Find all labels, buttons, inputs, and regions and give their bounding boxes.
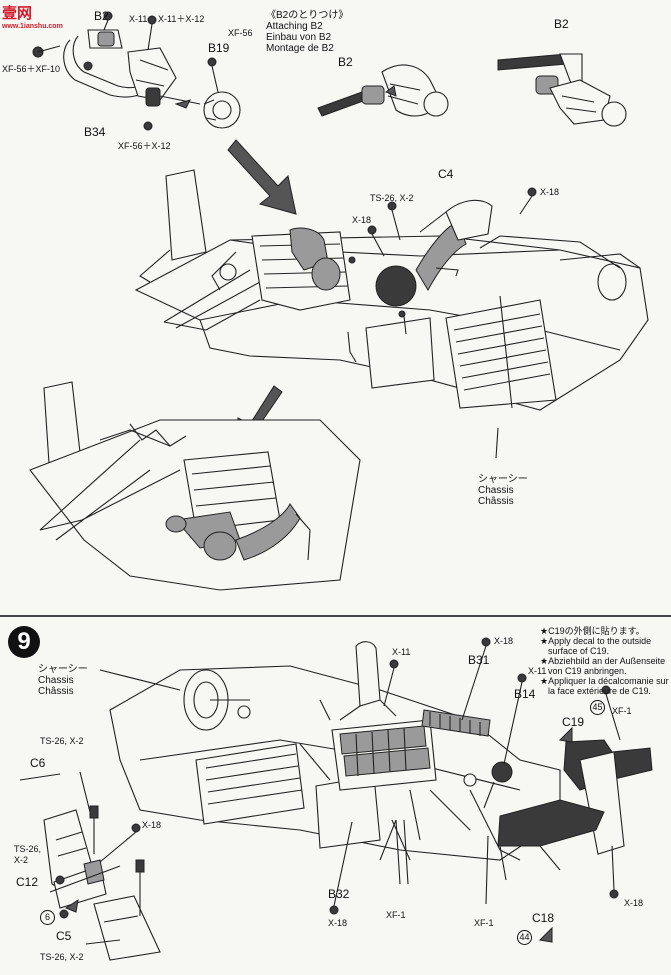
paint-label-xf56-x12: XF-56＋X-12 — [118, 141, 171, 151]
step-number-badge: 9 — [8, 626, 40, 658]
part9-label-c18: C18 — [532, 911, 555, 925]
chassis-step9-drawing — [19, 637, 653, 961]
assembly-arrow-1 — [227, 139, 297, 215]
paint-label-x18-left: X-18 — [352, 215, 372, 225]
paint-label-xf56: XF-56 — [228, 28, 253, 38]
paint9-label-x11-top: X-11 — [392, 647, 411, 657]
decal-marker-44: 44 — [517, 930, 532, 945]
watermark-text: 壹网 — [2, 5, 33, 22]
paint9-label-x18-left: X-18 — [142, 820, 162, 830]
paint9-label-ts26-x2-a: TS-26, X-2 — [40, 736, 84, 746]
paint9-label-x18-b32: X-18 — [328, 918, 348, 928]
decal-note-de1: ★Abziehbild an der Außenseite — [540, 656, 666, 666]
chassis-label-step8: シャーシー Chassis Châssis — [478, 474, 528, 507]
chassis9-label-fr: Châssis — [38, 686, 74, 697]
part9-label-c19: C19 — [562, 715, 585, 729]
watermark-url: www.1ianshu.com — [2, 23, 63, 30]
decal-note-ja: ★C19の外側に貼ります。 — [540, 626, 645, 636]
part9-label-c5: C5 — [56, 929, 72, 943]
part-label-c4: C4 — [438, 167, 454, 181]
chassis-label-en: Chassis — [478, 485, 514, 496]
step-divider — [0, 615, 671, 617]
paint9-label-ts26-x2-b: TS-26, X-2 — [40, 952, 84, 962]
paint-label-ts26-x2: TS-26, X-2 — [370, 193, 414, 203]
attaching-note-de: Einbau von B2 — [266, 32, 332, 43]
part9-label-c12: C12 — [16, 875, 39, 889]
attaching-note-ja: 《B2のとりつけ》 — [266, 10, 349, 21]
chassis-step8-result-drawing — [29, 381, 361, 591]
part-label-b19: B19 — [208, 41, 230, 55]
chassis-label-step9: シャーシー Chassis Châssis — [38, 664, 88, 697]
attaching-note-en: Attaching B2 — [266, 21, 323, 32]
exhaust-pipe-b34-drawing — [32, 11, 241, 131]
decal-note-en1: ★Apply decal to the outside — [540, 636, 652, 646]
part9-label-b32: B32 — [328, 887, 350, 901]
paint9-label-xf1-a: XF-1 — [386, 910, 406, 920]
chassis9-label-en: Chassis — [38, 675, 74, 686]
part9-label-b14: B14 — [514, 687, 536, 701]
decal-marker-6: 6 — [40, 910, 55, 925]
paint9-label-x18-far: X-18 — [624, 898, 644, 908]
part-label-b2-mid: B2 — [338, 55, 353, 69]
chassis-label-ja: シャーシー — [478, 474, 528, 485]
paint9-label-xf1-b: XF-1 — [474, 918, 494, 928]
b2-detail-right-drawing — [497, 53, 627, 127]
part-label-b34: B34 — [84, 125, 106, 139]
part9-label-b31: B31 — [468, 653, 490, 667]
decal-note-fr2: la face extérieure de C19. — [548, 686, 652, 696]
decal-c19-note: ★C19の外側に貼ります。 ★Apply decal to the outsid… — [540, 626, 669, 696]
attaching-b2-note: 《B2のとりつけ》 Attaching B2 Einbau von B2 Mon… — [266, 10, 348, 54]
paint-label-x11-x12: X-11＋X-12 — [158, 14, 205, 24]
paint9-label-xf1-right: XF-1 — [612, 706, 632, 716]
site-watermark-logo: 壹网 www.1ianshu.com — [2, 6, 72, 42]
paint9-label-ts26: TS-26, — [14, 844, 42, 854]
paint-label-xf56-xf10: XF-56＋XF-10 — [2, 64, 61, 74]
part-label-b2-top: B2 — [94, 9, 109, 23]
decal-marker-45: 45 — [590, 700, 605, 715]
decal-note-de2: von C19 anbringen. — [548, 666, 627, 676]
chassis9-label-ja: シャーシー — [38, 664, 88, 675]
paint9-label-x11-right: X-11 — [528, 666, 547, 676]
part9-label-c6: C6 — [30, 756, 46, 770]
paint-label-x11: X-11 — [129, 14, 148, 24]
b2-detail-left-drawing — [317, 64, 449, 117]
attaching-note-fr: Montage de B2 — [266, 43, 334, 54]
paint9-label-x18-top: X-18 — [494, 636, 514, 646]
part-label-b2-right: B2 — [554, 17, 569, 31]
decal-note-en2: surface of C19. — [548, 646, 610, 656]
paint9-label-x2: X-2 — [14, 855, 29, 865]
paint-label-x18-right: X-18 — [540, 187, 560, 197]
decal-note-fr1: ★Appliquer la décalcomanie sur — [540, 676, 669, 686]
chassis-step8-drawing — [134, 169, 649, 459]
chassis-label-fr: Châssis — [478, 496, 514, 507]
